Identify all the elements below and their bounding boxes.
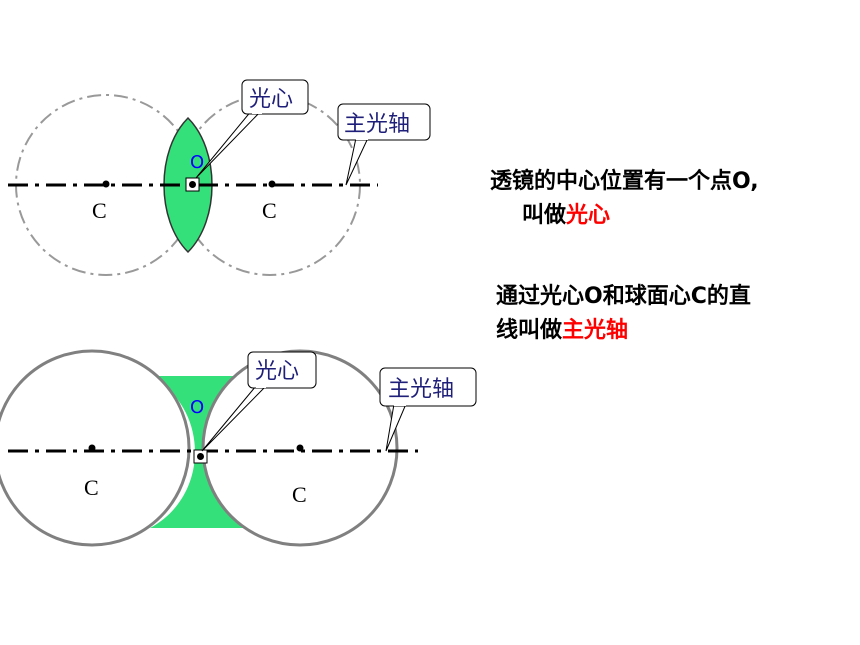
- optical-center-line2-prefix: 叫做: [522, 203, 567, 228]
- label-c-right-b: C: [292, 482, 307, 507]
- callout-optical-center: 光心: [195, 79, 309, 179]
- label-o-b: O: [190, 397, 204, 418]
- callout-principal-axis-text-b: 主光轴: [388, 377, 454, 402]
- callout-optical-center-text-b: 光心: [255, 359, 299, 384]
- principal-axis-line2: 线叫做主光轴: [496, 314, 751, 348]
- optical-center-line2: 叫做光心: [490, 199, 759, 233]
- optical-center-dot-b: [197, 453, 204, 460]
- callout-principal-axis-text: 主光轴: [344, 112, 410, 137]
- sphere-center-left-dot: [102, 180, 110, 188]
- label-o: O: [190, 152, 204, 173]
- optical-center-term: 光心: [566, 203, 611, 228]
- optical-center-dot: [189, 181, 196, 188]
- optical-center-definition: 透镜的中心位置有一个点O, 叫做光心: [490, 165, 759, 233]
- convex-lens-diagram: C C O 光心 主光轴: [8, 79, 431, 276]
- optical-center-line1: 透镜的中心位置有一个点O,: [490, 169, 759, 194]
- principal-axis-line2-prefix: 线叫做: [496, 318, 563, 343]
- callout-optical-center-text: 光心: [249, 87, 293, 112]
- callout-optical-center-b: 光心: [201, 351, 317, 452]
- sphere-center-right-dot: [268, 180, 276, 188]
- concave-lens-diagram: C C O 光心 主光轴: [0, 349, 477, 547]
- principal-axis-line1: 通过光心O和球面心C的直: [496, 284, 751, 309]
- sphere-center-left-dot-b: [88, 444, 96, 452]
- label-c-right: C: [262, 198, 277, 223]
- sphere-center-right-dot-b: [296, 444, 304, 452]
- label-c-left-b: C: [84, 475, 99, 500]
- callout-principal-axis-b: 主光轴: [379, 367, 477, 452]
- callout-principal-axis: 主光轴: [337, 103, 431, 186]
- principal-axis-term: 主光轴: [562, 318, 629, 343]
- label-c-left: C: [92, 198, 107, 223]
- principal-axis-definition: 通过光心O和球面心C的直 线叫做主光轴: [496, 280, 751, 348]
